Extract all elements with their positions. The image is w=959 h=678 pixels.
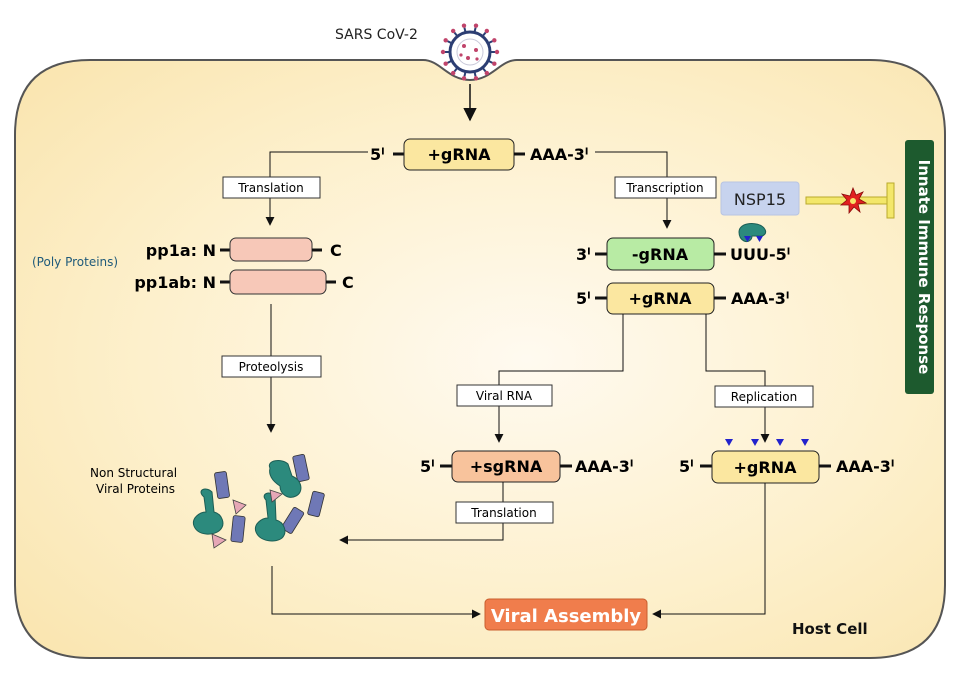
nsp15-label: NSP15 bbox=[734, 190, 786, 209]
top-three-label: AAA-3ˡ bbox=[530, 145, 588, 164]
transcription-label: Transcription bbox=[625, 181, 703, 195]
sg-three-label: AAA-3ˡ bbox=[575, 457, 633, 476]
virus-spike-tip bbox=[494, 49, 500, 55]
virus-spike-tip bbox=[461, 76, 467, 81]
pp1ab-label: pp1ab: N bbox=[134, 273, 216, 292]
proteins-to-assembly-line bbox=[271, 566, 481, 619]
neg-three-label: 3ˡ bbox=[576, 245, 591, 264]
negative-gRNA: 3ˡ -gRNA UUU-5ˡ bbox=[576, 237, 790, 271]
pos-three-label: AAA-3ˡ bbox=[731, 289, 789, 308]
immune-response-label: Innate Immune Response bbox=[915, 160, 933, 375]
sgRNA: 5ˡ +sgRNA AAA-3ˡ bbox=[420, 450, 633, 483]
block-burst-icon bbox=[839, 186, 868, 215]
nonstructural-proteins-cluster bbox=[192, 454, 325, 549]
virus-spike bbox=[453, 31, 459, 37]
pos-five-label: 5ˡ bbox=[576, 289, 591, 308]
protein-blue-rect bbox=[230, 515, 246, 543]
translation-bottom-label: Translation bbox=[470, 506, 536, 520]
virus-spike-tip bbox=[443, 38, 448, 43]
virus-spike bbox=[447, 59, 453, 64]
viral-rna-label: Viral RNA bbox=[476, 389, 533, 403]
host-cell-label: Host Cell bbox=[792, 620, 868, 638]
virus-spike-tip bbox=[450, 28, 456, 34]
replication-label: Replication bbox=[731, 390, 797, 404]
pp1ab: pp1ab: N C bbox=[134, 269, 354, 295]
replication-to-assembly-line bbox=[652, 483, 766, 619]
pp1ab-end-label: C bbox=[342, 273, 354, 292]
virus-spike bbox=[447, 40, 453, 45]
sg-gRNA-label: +sgRNA bbox=[470, 457, 543, 476]
virus-spike bbox=[463, 27, 467, 33]
protein-blue-rect bbox=[292, 454, 310, 482]
replicated-gRNA: 5ˡ +gRNA AAA-3ˡ bbox=[679, 439, 894, 484]
virus-spike bbox=[453, 67, 459, 73]
viral-assembly-box bbox=[484, 598, 648, 631]
virus-spike-tip bbox=[461, 23, 467, 28]
pos-gRNA-label: +gRNA bbox=[629, 289, 693, 308]
pp1a-end-label: C bbox=[330, 241, 342, 260]
virus-spike-tip bbox=[492, 38, 497, 43]
poly-proteins-label: (Poly Proteins) bbox=[32, 255, 118, 269]
protein-blue-rect bbox=[307, 490, 325, 518]
transcription-branch-line bbox=[595, 151, 672, 229]
virus-spike bbox=[473, 71, 477, 77]
proteolysis-label: Proteolysis bbox=[239, 360, 304, 374]
top-five-label: 5ˡ bbox=[370, 145, 385, 164]
virus-spike bbox=[463, 71, 467, 77]
nonstructural-label-1: Non Structural bbox=[90, 466, 177, 480]
nonstructural-label-2: Viral Proteins bbox=[96, 482, 175, 496]
virus-spike-tip bbox=[440, 49, 446, 55]
virus-spike-tip bbox=[450, 70, 456, 76]
sg-five-label: 5ˡ bbox=[420, 457, 435, 476]
virus-spike bbox=[473, 27, 477, 33]
virus-icon bbox=[440, 23, 500, 81]
protein-blue-rect bbox=[281, 506, 305, 534]
rep-three-label: AAA-3ˡ bbox=[836, 457, 894, 476]
pp1a: pp1a: N C bbox=[146, 237, 342, 262]
viral-assembly-label: Viral Assembly bbox=[491, 606, 642, 627]
virus-label: SARS CoV-2 bbox=[335, 27, 418, 43]
positive-gRNA-middle: 5ˡ +gRNA AAA-3ˡ bbox=[576, 282, 789, 315]
virus-spike-tip bbox=[484, 28, 490, 34]
rep-gRNA-label: +gRNA bbox=[734, 458, 798, 477]
nsp15-enzyme-icon bbox=[738, 223, 767, 243]
virus-spike-tip bbox=[473, 76, 479, 81]
neg-five-label: UUU-5ˡ bbox=[730, 245, 790, 264]
sg-translation-line bbox=[339, 482, 504, 545]
protein-pink-triangle bbox=[211, 533, 227, 549]
virus-spike bbox=[487, 40, 493, 45]
virus-spike-tip bbox=[484, 70, 490, 76]
translation-top-label: Translation bbox=[237, 181, 303, 195]
protein-blue-rect bbox=[214, 471, 230, 499]
protein-pink-triangle bbox=[232, 499, 247, 515]
nsp15-box bbox=[720, 181, 800, 216]
virus-spike bbox=[487, 59, 493, 64]
protein-pink-triangle bbox=[269, 489, 283, 503]
top-gRNA: 5ˡ +gRNA AAA-3ˡ bbox=[370, 138, 588, 171]
protein-teal-shape bbox=[268, 460, 302, 498]
top-gRNA-label: +gRNA bbox=[428, 145, 492, 164]
virus-spike-tip bbox=[473, 23, 479, 28]
rep-five-label: 5ˡ bbox=[679, 457, 694, 476]
immune-response-banner bbox=[905, 140, 934, 394]
protein-teal-shape bbox=[192, 488, 224, 535]
virus-spike-tip bbox=[492, 61, 497, 66]
translation-branch-line bbox=[265, 151, 368, 226]
host-cell-membrane bbox=[14, 59, 946, 659]
virus-spike bbox=[481, 31, 487, 37]
neg-gRNA-label: -gRNA bbox=[632, 245, 689, 264]
pp1a-label: pp1a: N bbox=[146, 241, 216, 260]
virus-spike-tip bbox=[443, 61, 448, 66]
virus-spike bbox=[481, 67, 487, 73]
